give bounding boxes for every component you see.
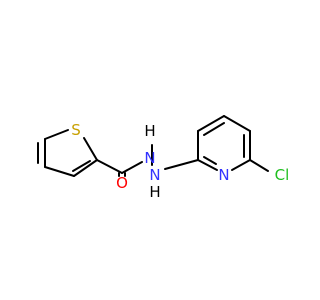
atom-labels: S O H N N H N Cl	[71, 121, 289, 201]
bond-carbonyl-n	[121, 161, 143, 174]
bond-c3-c4	[44, 166, 75, 177]
pyridine-nitrogen-label: N	[218, 166, 229, 184]
bond-c5-s	[44, 129, 69, 140]
amide-hydrogen-label: H	[144, 122, 155, 140]
bond-c2-carbonyl	[96, 159, 123, 174]
bonds	[37, 115, 269, 177]
oxygen-atom-label: O	[116, 174, 128, 192]
bond-py-c3-c4	[197, 115, 225, 132]
bond-py-c3-c4-inner	[203, 122, 225, 136]
bond-c2-c3	[73, 159, 98, 177]
bond-c6-cl	[249, 159, 269, 172]
bond-n-pyridine	[164, 159, 199, 170]
bond-py-c6-n	[231, 159, 251, 171]
hydrazine-hydrogen-label: H	[149, 183, 160, 201]
hydrazine-nitrogen-label: N	[149, 166, 160, 184]
bond-c2-c3-inner	[72, 160, 91, 172]
chlorine-atom-label: Cl	[275, 166, 290, 184]
amide-nitrogen-label: N	[144, 149, 155, 167]
sulfur-atom-label: S	[71, 121, 81, 139]
bond-py-c4-c5	[223, 115, 251, 132]
bond-s-c2	[83, 137, 98, 161]
bond-py-n-c2-inner	[203, 156, 217, 165]
molecule-structure: S O H N N H N Cl	[37, 115, 289, 201]
bond-py-n-c2	[197, 159, 218, 171]
